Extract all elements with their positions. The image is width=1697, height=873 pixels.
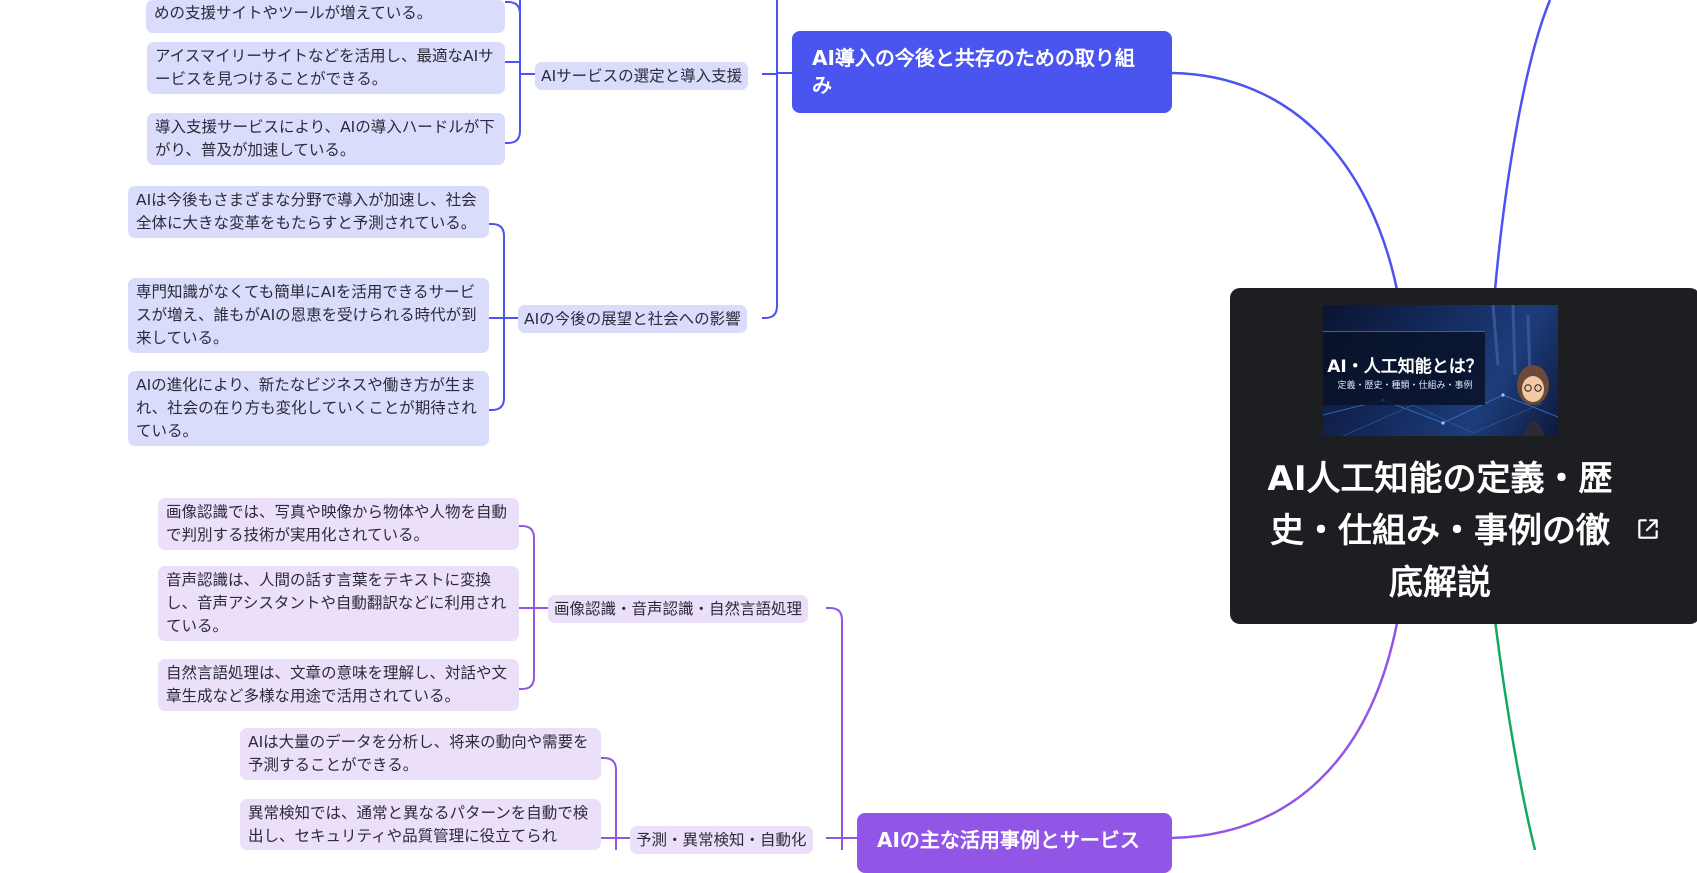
leaf-selection-1[interactable]: めの支援サイトやツールが増えている。: [146, 0, 505, 33]
group-prediction[interactable]: 予測・異常検知・自動化: [630, 826, 813, 854]
connector-selection-bracket: [505, 0, 535, 144]
connector-root-future: [1171, 71, 1399, 291]
thumbnail-title: AI・人工知能とは？: [1327, 357, 1483, 377]
leaf-selection-2[interactable]: アイスマイリーサイトなどを活用し、最適なAIサービスを見つけることができる。: [147, 42, 505, 94]
connector-lines: [489, 0, 1552, 850]
leaf-recognition-2[interactable]: 音声認識は、人間の話す言葉をテキストに変換し、音声アシスタントや自動翻訳などに利…: [158, 566, 519, 641]
external-link-icon[interactable]: [1635, 516, 1661, 542]
connector-recognition-bracket: [519, 525, 548, 690]
group-recognition[interactable]: 画像認識・音声認識・自然言語処理: [548, 595, 809, 623]
leaf-selection-3[interactable]: 導入支援サービスにより、AIの導入ハードルが下がり、普及が加速している。: [147, 113, 505, 165]
root-title: AI人工知能の定義・歴史・仕組み・事例の徹底解説: [1267, 459, 1613, 603]
leaf-prediction-2[interactable]: 異常検知では、通常と異なるパターンを自動で検出し、セキュリティや品質管理に役立て…: [240, 799, 601, 850]
leaf-outlook-1[interactable]: AIは今後もさまざまな分野で導入が加速し、社会全体に大きな変革をもたらすと予測さ…: [128, 186, 489, 238]
branch-future[interactable]: AI導入の今後と共存のための取り組み: [792, 31, 1172, 113]
group-selection[interactable]: AIサービスの選定と導入支援: [535, 62, 749, 90]
thumbnail-network-graphic: [1323, 305, 1558, 436]
leaf-recognition-3[interactable]: 自然言語処理は、文章の意味を理解し、対話や文章生成など多様な用途で活用されている…: [158, 659, 519, 711]
connector-root-lower-right: [1493, 619, 1537, 850]
connector-future-trunk: [762, 0, 792, 319]
root-node[interactable]: AI・人工知能とは？ 定義・歴史・種類・仕組み・事例 AI人工知能の定義・歴史・…: [1230, 288, 1697, 624]
leaf-outlook-2[interactable]: 専門知識がなくても簡単にAIを活用できるサービスが増え、誰もがAIの恩恵を受けら…: [128, 278, 489, 353]
leaf-prediction-1[interactable]: AIは大量のデータを分析し、将来の動向や需要を予測することができる。: [240, 728, 601, 780]
connector-root-usecases: [1171, 622, 1399, 840]
connector-root-upper-right: [1493, 0, 1552, 291]
thumbnail-caption-box: AI・人工知能とは？ 定義・歴史・種類・仕組み・事例: [1323, 331, 1485, 405]
connector-prediction-bracket: [601, 757, 630, 850]
connector-outlook-bracket: [489, 223, 518, 411]
thumbnail-image: AI・人工知能とは？ 定義・歴史・種類・仕組み・事例: [1323, 305, 1558, 436]
connector-usecases-trunk: [826, 607, 857, 850]
group-outlook[interactable]: AIの今後の展望と社会への影響: [518, 305, 747, 333]
thumbnail-subtitle: 定義・歴史・種類・仕組み・事例: [1337, 381, 1473, 391]
leaf-outlook-3[interactable]: AIの進化により、新たなビジネスや働き方が生まれ、社会の在り方も変化していくこと…: [128, 371, 489, 446]
branch-usecases[interactable]: AIの主な活用事例とサービス: [857, 813, 1172, 873]
leaf-recognition-1[interactable]: 画像認識では、写真や映像から物体や人物を自動で判別する技術が実用化されている。: [158, 498, 519, 550]
